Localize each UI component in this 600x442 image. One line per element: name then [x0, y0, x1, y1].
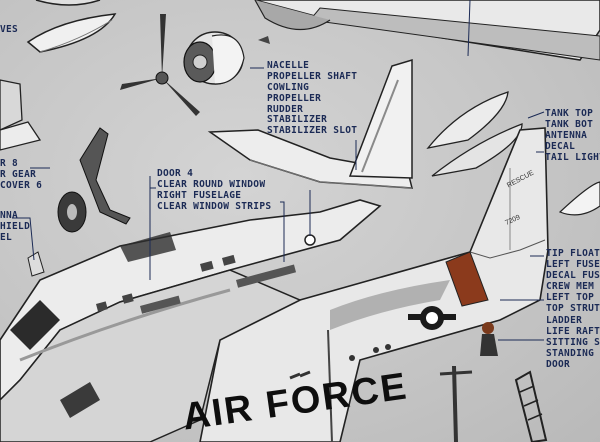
part-label: COWLING [267, 82, 310, 93]
leader-lines [12, 67, 545, 341]
part-label: TOP STRUT [546, 303, 600, 315]
part-label: DOOR [546, 358, 571, 370]
part-label: CLEAR ROUND WINDOW [157, 179, 266, 190]
part-label: STABILIZER [267, 114, 328, 125]
part-label: RUDDER [267, 104, 304, 115]
part-label: ANTENNA [545, 130, 588, 142]
part-label: STANDING [546, 347, 595, 359]
part-label: LEFT TOP S [546, 292, 600, 304]
propeller-part [120, 14, 200, 116]
left-mid-labels: R 8 R GEAR COVER 6 [0, 158, 42, 191]
part-label: DOOR 4 [157, 168, 194, 179]
rudder-part [348, 58, 413, 179]
part-label: COVER 6 [0, 180, 43, 191]
upper-wing [254, 0, 600, 61]
ladder-and-crew [439, 322, 548, 442]
part-label: HIELD [0, 221, 31, 232]
part-label: LEFT FUSELAGE [546, 259, 600, 271]
part-label: VES [0, 24, 19, 35]
right-fuselage-half [0, 199, 382, 442]
main-fuselage [199, 127, 549, 442]
tank-parts [426, 91, 600, 216]
part-label: LADDER [546, 314, 583, 326]
left-edge-parts [0, 79, 131, 277]
part-label: R GEAR [0, 169, 37, 180]
fuselage-labels: DOOR 4 CLEAR ROUND WINDOW RIGHT FUSELAGE… [157, 168, 271, 212]
part-label: CLEAR WINDOW STRIPS [157, 201, 272, 212]
right-bottom-labels: TIP FLOAT LEFT FUSELAGE DECAL FUS CREW M… [546, 248, 600, 370]
part-label: LIFE RAFT [546, 325, 600, 337]
part-label: TAIL LIGHT [545, 152, 600, 164]
part-label: RIGHT FUSELAGE [157, 190, 242, 201]
wing-float-top-left [26, 0, 117, 53]
engine-part-labels: NACELLE PROPELLER SHAFT COWLING PROPELLE… [267, 60, 357, 115]
part-label: EL [0, 232, 13, 243]
part-label: R 8 [0, 158, 19, 169]
cowling-part [183, 31, 270, 85]
part-label: PROPELLER SHAFT [267, 71, 358, 82]
part-label: TIP FLOAT [546, 248, 600, 259]
part-label: DECAL [545, 141, 576, 153]
part-label: TANK BOT [545, 119, 594, 131]
left-top-labels: VES [0, 24, 18, 35]
part-label: DECAL FUS [546, 270, 600, 282]
part-label: STABILIZER SLOT [267, 125, 358, 136]
part-label: NACELLE [267, 60, 310, 71]
part-label: SITTING SL [546, 336, 600, 348]
stabilizer-labels: STABILIZER STABILIZER SLOT [267, 114, 357, 136]
part-label: PROPELLER [267, 93, 322, 104]
right-top-labels: TANK TOP TANK BOT ANTENNA DECAL TAIL LIG… [545, 108, 600, 163]
part-label: TANK TOP [545, 108, 594, 119]
part-label: CREW MEM [546, 281, 595, 293]
left-bottom-labels: NNA HIELD EL [0, 210, 30, 243]
part-label: NNA [0, 210, 19, 221]
